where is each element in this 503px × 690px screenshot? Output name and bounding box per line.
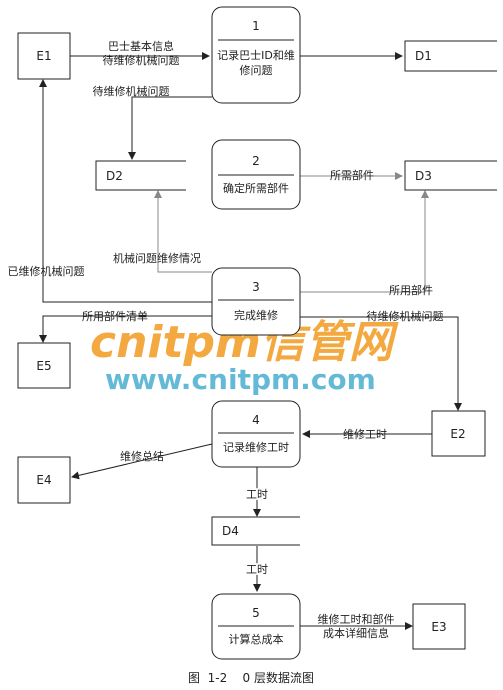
- entity-e2-label: E2: [450, 427, 465, 441]
- store-d3-label: D3: [415, 169, 432, 183]
- process-4: 4 记录维修工时: [211, 400, 301, 468]
- process-4-number: 4: [252, 413, 260, 427]
- flow-label-p3-d2: 机械问题维修情况: [113, 251, 201, 265]
- flow-p3-e5: [39, 315, 212, 343]
- process-1-number: 1: [252, 19, 260, 33]
- flow-label-e2-p4: 维修工时: [343, 427, 387, 441]
- entity-e1: E1: [17, 32, 71, 80]
- entity-e4-label: E4: [36, 473, 51, 487]
- flow-label-p2-d3: 所需部件: [330, 168, 374, 182]
- process-2-name: 确定所需部件: [223, 181, 289, 195]
- store-d1: D1: [404, 40, 497, 72]
- flow-label-p4-e4: 维修总结: [120, 449, 164, 463]
- process-1-name-line2: 修问题: [240, 63, 273, 77]
- entity-e3-label: E3: [431, 620, 446, 634]
- store-d4-label: D4: [222, 524, 239, 538]
- entity-e5: E5: [17, 342, 71, 389]
- flow-label-d4-p5: 工时: [246, 563, 268, 576]
- store-d1-label: D1: [415, 49, 432, 63]
- flow-label-p3-e5: 所用部件清单: [82, 309, 148, 323]
- process-1-name-line1: 记录巴士ID和维: [217, 49, 295, 62]
- figure-caption: 图 1-2 0 层数据流图: [188, 670, 314, 685]
- process-2-number: 2: [252, 154, 260, 168]
- flow-p3-d2: [154, 190, 212, 273]
- process-5: 5 计算总成本: [211, 593, 301, 660]
- flow-label-p3-d3: 所用部件: [389, 283, 433, 297]
- flow-label-p3-e2: 待维修机械问题: [367, 309, 444, 323]
- flow-label-e1-p1-a: 巴士基本信息: [108, 39, 174, 53]
- process-3-number: 3: [252, 280, 260, 294]
- entity-e3: E3: [412, 603, 466, 650]
- flow-label-e1-p1-b: 待维修机械问题: [103, 53, 180, 67]
- store-d2: D2: [95, 160, 186, 191]
- flow-label-p1-d2: 待维修机械问题: [93, 84, 170, 98]
- flow-p3-d3: [300, 190, 429, 293]
- process-1: 1 记录巴士ID和维 修问题: [211, 6, 301, 104]
- flow-label-p5-e3-a: 维修工时和部件: [318, 612, 395, 626]
- store-d2-label: D2: [106, 169, 123, 183]
- flow-p1-d2: [128, 96, 212, 160]
- flow-label-p3-e1: 已维修机械问题: [8, 264, 85, 278]
- process-3: 3 完成维修: [211, 267, 301, 336]
- flow-p3-e1: [39, 79, 212, 303]
- entity-e2: E2: [431, 410, 486, 457]
- flow-p3-e2: [300, 316, 462, 411]
- process-4-name: 记录维修工时: [223, 440, 289, 454]
- flow-label-p4-d4: 工时: [246, 488, 268, 501]
- flow-label-p5-e3-b: 成本详细信息: [323, 626, 389, 640]
- process-5-name: 计算总成本: [229, 632, 284, 646]
- flow-p4-e4: [71, 443, 213, 480]
- entity-e4: E4: [17, 456, 71, 504]
- entity-e5-label: E5: [36, 359, 51, 373]
- process-5-number: 5: [252, 606, 260, 620]
- store-d4: D4: [211, 516, 300, 546]
- process-3-name: 完成维修: [234, 308, 278, 322]
- entity-e1-label: E1: [36, 49, 51, 63]
- process-2: 2 确定所需部件: [211, 139, 301, 210]
- store-d3: D3: [404, 160, 497, 191]
- watermark-line-2: www.cnitpm.com: [105, 363, 376, 396]
